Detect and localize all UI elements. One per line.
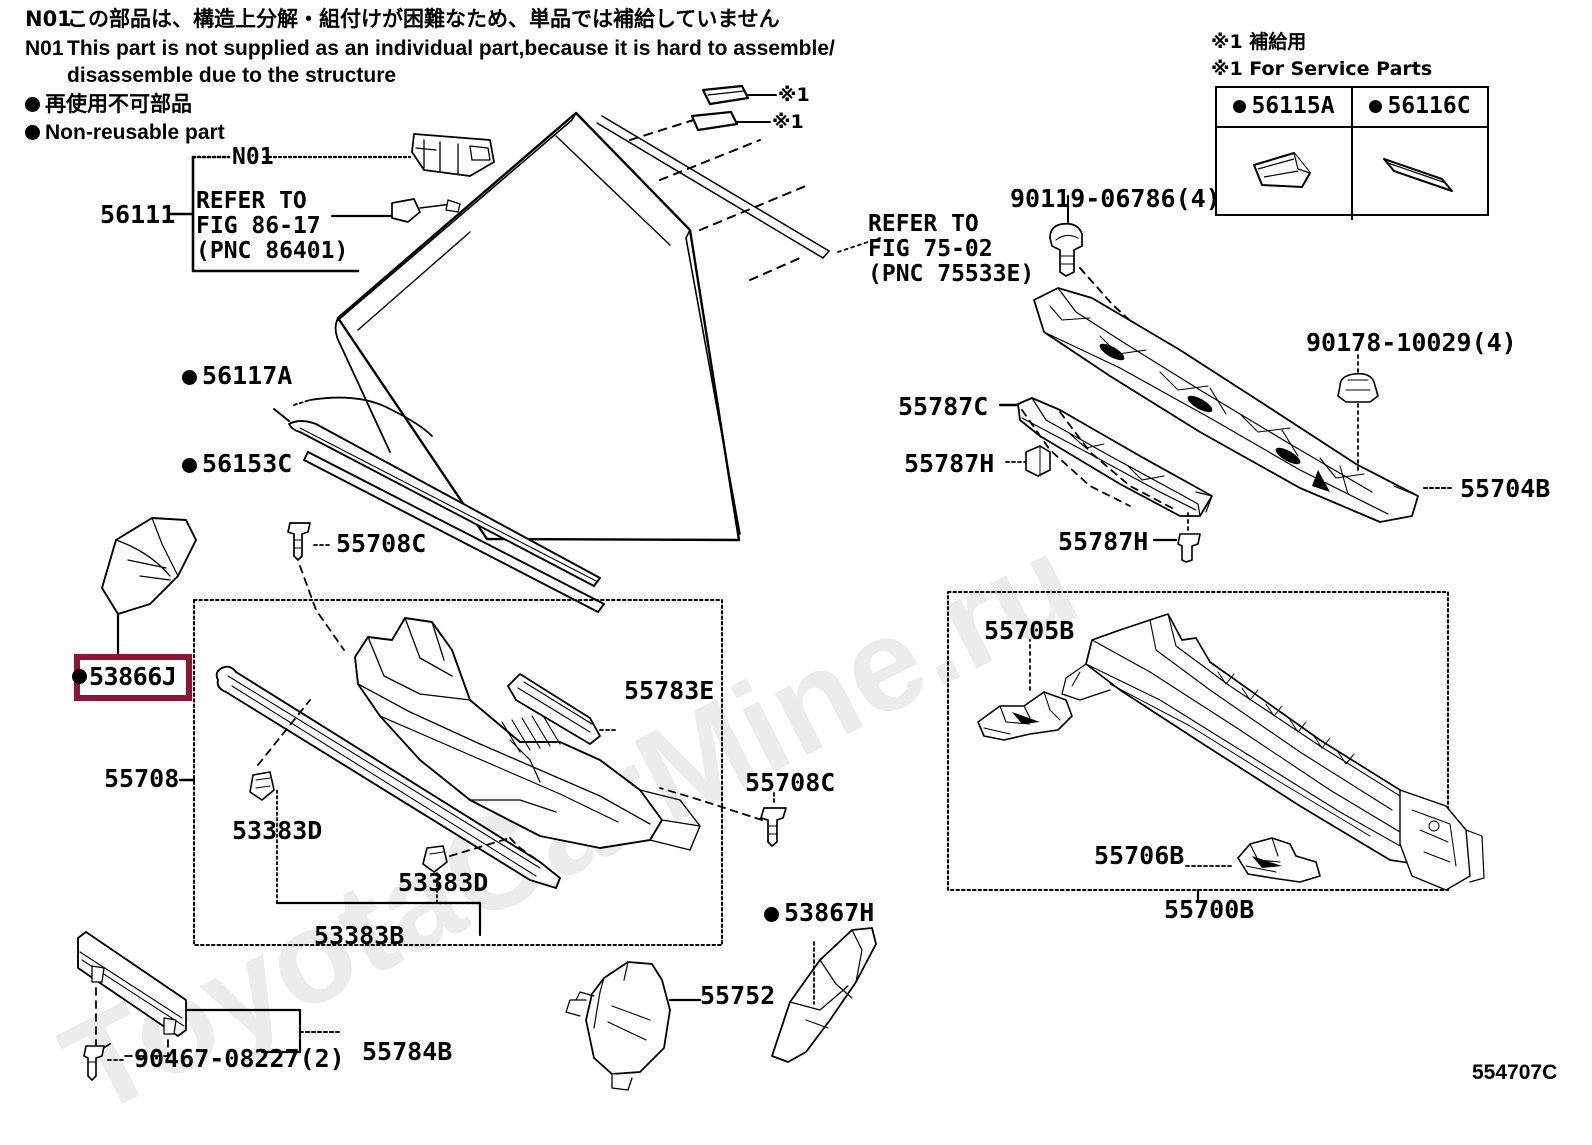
refer-75-02-line2: FIG 75-02 [868,236,993,262]
service-parts-header-56116C: 56116C [1353,88,1487,126]
upper-moulding-strip [596,115,830,259]
refer-75-02-line1: REFER TO [868,211,979,237]
grommet-55787H-low [1177,533,1201,563]
nonreusable-bullet-icon [25,125,40,140]
service-parts-header-row: 56115A 56116C [1217,88,1487,128]
cowl-louver-55708 [354,617,701,851]
marker-service-ref-1: ※1 [778,84,810,106]
refer-box-n01-code: N01 [232,144,274,170]
clip-90467 [83,1045,105,1081]
callout-53383D-left: 53383D [232,816,323,845]
service-trim-piece-b [690,110,739,132]
service-trim-piece-a [701,84,750,106]
figure-number: 554707C [1472,1061,1558,1084]
box-55708 [193,599,723,946]
glass-dam-56117A [309,396,433,437]
nonreusable-bullet-icon [1233,99,1247,113]
bracket-55705B [977,691,1073,741]
callout-55708: 55708 [104,764,180,793]
callout-55708C-right: 55708C [745,768,836,797]
refer-86-17-line2: FIG 86-17 [196,213,321,239]
callout-55784B: 55784B [362,1037,453,1066]
cover-55752 [565,961,671,1091]
service-parts-table: 56115A 56116C [1215,86,1489,220]
clip-90178 [1337,372,1379,403]
callout-55700B: 55700B [1164,895,1255,924]
service-parts-image-56116C [1353,128,1487,220]
callout-90119-06786: 90119-06786(4) [1010,184,1221,213]
nonreusable-bullet-icon [764,907,779,922]
refer-75-02-line3: (PNC 75533E) [868,261,1035,287]
windshield-glass [334,111,741,542]
bolt-90119 [1049,222,1083,277]
clip-53383D-right [422,845,448,873]
cowl-seal-53383B [215,665,561,889]
callout-90178-10029: 90178-10029(4) [1306,328,1517,357]
callout-56117A: 56117A [182,362,292,389]
service-parts-title-en: ※1 For Service Parts [1211,58,1433,80]
retainer-55783E [507,673,601,745]
moulding-56153C [288,420,601,587]
clip-55708C-right [760,807,787,847]
cover-55784B [77,931,187,1037]
marker-service-ref-2: ※1 [772,111,804,133]
cowl-sub-panel-55787C [1017,397,1213,517]
refer-box-86-17-frame [169,155,412,273]
grommet-55787H-mid [1025,445,1051,477]
callout-55787H-low: 55787H [1058,527,1149,556]
garnish-53866J [101,517,197,615]
trim-clip-icon [1253,152,1311,188]
callout-55787H-mid: 55787H [904,449,995,478]
bracket-55706B [1237,837,1321,883]
nonreusable-bullet-icon [25,97,40,112]
note-n01-text-en-l1: This part is not supplied as an individu… [67,37,835,60]
cowl-body-55700B [1061,613,1485,891]
service-parts-title-jp: ※1 補給用 [1211,31,1307,53]
n01-retainer-bracket [411,133,495,177]
cowl-panel-55704B [1033,287,1419,523]
service-parts-image-row [1217,128,1487,220]
note-n01-code-jp: N01 [25,7,72,31]
service-parts-header-56115A: 56115A [1217,88,1353,126]
callout-55783E: 55783E [624,676,715,705]
nonreusable-bullet-icon [182,458,197,473]
callout-90467-08227: 90467-08227(2) [134,1044,345,1073]
refer-86-17-line1: REFER TO [196,188,307,214]
callout-53866J-highlighted[interactable]: 53866J [72,654,193,701]
callout-55704B: 55704B [1460,474,1551,503]
parts-diagram: ToyotaCarMine.ru [25,7,1558,1143]
callout-53867H: 53867H [764,899,874,926]
diagram-linework [77,84,1485,1091]
callout-55787C: 55787C [898,392,989,421]
callout-56153C: 56153C [182,450,292,477]
note-n01-text-jp: この部品は、構造上分解・組付けが困難なため、単品では補給していません [67,7,780,31]
trim-assembly-dashes [629,117,809,281]
nonreusable-bullet-icon [1369,99,1383,113]
note-nonreusable-jp: 再使用不可部品 [25,93,192,115]
nonreusable-bullet-icon [182,370,197,385]
nonreusable-bullet-icon [72,669,87,684]
service-parts-image-56115A [1217,128,1353,220]
callout-55708C-top: 55708C [336,529,427,558]
moulding-56153C-second [303,451,605,613]
note-n01-code-en: N01 [25,37,64,60]
callout-53866J-label: 53866J [89,662,177,691]
callout-55705B: 55705B [984,616,1075,645]
mirror-base-clip [391,198,461,223]
trim-strip-icon [1383,158,1453,192]
callout-53383B: 53383B [314,921,405,950]
callout-53383D-right: 53383D [398,868,489,897]
callout-56111: 56111 [100,200,176,229]
note-n01-text-en-l2: disassemble due to the structure [67,64,397,87]
garnish-53867H [771,927,877,1063]
clip-53383D-left [249,771,275,801]
clip-55708C-top [287,522,311,561]
refer-86-17-line3: (PNC 86401) [196,238,349,264]
callout-55752: 55752 [700,981,776,1010]
note-nonreusable-en: Non-reusable part [25,121,225,144]
callout-55706B: 55706B [1094,841,1185,870]
